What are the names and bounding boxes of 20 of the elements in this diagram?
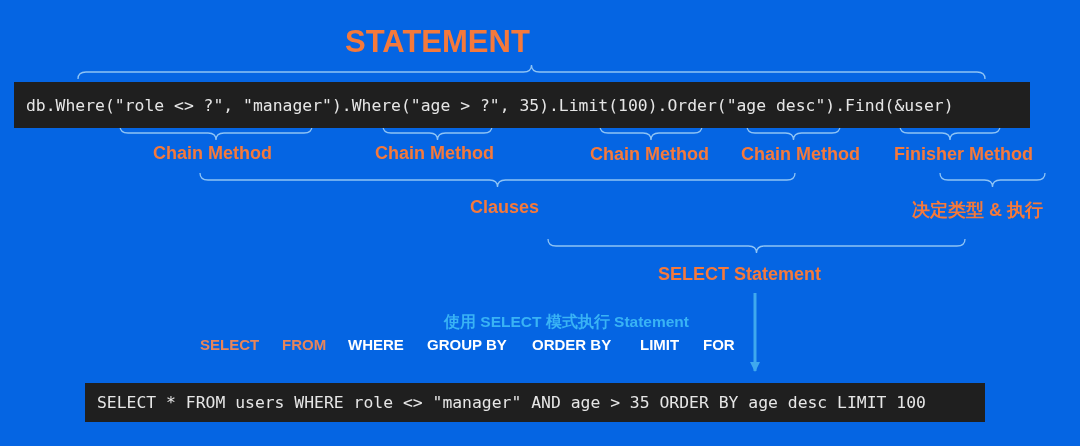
code-block: SELECT * FROM users WHERE role <> "manager" AND age > 35 ORDER BY age desc LIMIT 100 [85,383,985,422]
method-label: Finisher Method [894,144,1033,165]
method-label: Chain Method [741,144,860,165]
clauses-label: Clauses [470,197,540,218]
statement-text: SELECT Statement [658,264,822,285]
annotation-text: 决定类型 & 执行 [912,199,1043,222]
code-block: db.Where("role <> ?", "manager").Where("age > ?", 35).Limit(100).Order("age desc").Find(&user) [14,82,1030,128]
edge-label: 使用 SELECT 模式执行 Statement [444,312,689,332]
arrow [750,293,760,372]
method-label: Chain Method [375,143,494,164]
keyword: GROUP BY [427,336,507,353]
keyword: FROM [282,336,327,353]
keyword: FOR [703,336,735,353]
keyword: SELECT [200,336,260,353]
keyword: LIMIT [640,336,680,353]
keyword: WHERE [348,336,404,353]
title: STATEMENT [345,24,530,60]
method-label: Chain Method [153,143,272,164]
method-label: Chain Method [590,144,709,165]
keyword: ORDER BY [532,336,612,353]
